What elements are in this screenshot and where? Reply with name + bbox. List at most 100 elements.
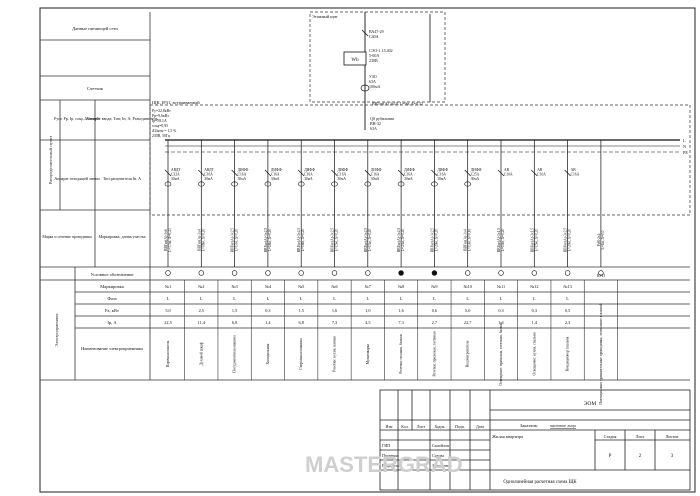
cell-current: 4,5 [365, 320, 370, 326]
bus-label-l: L [683, 138, 686, 143]
consumer-symbol [165, 270, 171, 276]
row-label-name: Наименование электроприемника [81, 346, 143, 351]
cable-label: ВВГнг(А)-3х4 [464, 229, 468, 251]
cell-power: 2,5 [199, 308, 204, 314]
label-cable-length: Маркировка, длина участка [98, 234, 145, 240]
cable-length: L=17м, Δ=0,20 [235, 229, 240, 252]
label-cable-brand: Марка и сечение проводника [42, 234, 92, 239]
cell-current: 1,4 [265, 320, 271, 326]
consumer-symbol [298, 270, 304, 276]
row-label-power: Ра, кВт [105, 308, 119, 314]
breaker-label: 30мА [304, 177, 313, 181]
row-label-symbol: Условное обозначение [91, 272, 134, 277]
cell-mark: №9 [431, 284, 437, 289]
cable-label: ВВГнг(А)-3х2,5 [364, 228, 369, 253]
cell-mark: №12 [530, 284, 538, 289]
consumer-symbol [365, 270, 371, 276]
cable-label: ВВГнг(А)-3х2,5 [430, 228, 435, 253]
cell-current: 7,3 [332, 320, 337, 326]
consumer-name: Водонагреватель [466, 340, 470, 367]
cell-power: 0,6 [432, 308, 438, 314]
breaker-symbol [231, 169, 238, 177]
sheets-label: Листов [666, 434, 679, 439]
input-param-0: Ру=22,8кВт [152, 109, 171, 114]
breaker-label: ДИФФ [437, 168, 448, 172]
customer-value: частное лицо [550, 423, 577, 428]
cable-length: L=7,5м, Δ=0,23 [168, 228, 173, 252]
rcd-symbol [431, 181, 438, 187]
rcd-symbol [464, 181, 472, 187]
left-label-grid [40, 12, 690, 381]
cell-power: 1,6 [332, 308, 338, 314]
breaker-label: С16А [571, 173, 580, 177]
breaker-symbol [464, 169, 471, 177]
breaker-label: ДИФФ [238, 168, 249, 172]
consumer-name: Освещение: прихожая, гостиная, балкон [499, 322, 504, 385]
cable-length: L=10м, Δ=0,20 [501, 229, 506, 252]
consumer-symbol [331, 270, 338, 276]
label-supply: Данные питающей сети [72, 26, 118, 31]
input-param-1: Рр=9,6кВт [152, 114, 169, 119]
breaker-label: АВДТ [171, 168, 181, 172]
consumer-symbol [431, 270, 438, 276]
cable-length: L=15м, Δ=0,20 [335, 229, 340, 252]
cell-phase: L [333, 296, 336, 301]
cell-phase: L [466, 296, 469, 301]
cell-mark: №4 [265, 284, 272, 289]
cell-power: 5,0 [165, 308, 170, 314]
title-block-grid [379, 389, 691, 491]
breaker-label: С32А [171, 173, 180, 177]
feed-cable-label: ВВГнг(А) 3х10, L=9м, Δ=0,32 [372, 101, 423, 107]
input-param-5: 230В, 50Гц [152, 134, 170, 139]
cell-phase: L [566, 296, 569, 301]
breaker-label: С16А [238, 173, 247, 177]
cell-power: 1,5 [232, 308, 237, 314]
breaker-label: 30мА [437, 177, 446, 181]
rcd-symbol [264, 181, 272, 187]
breaker-label: 30мА [338, 177, 347, 181]
breaker-label: С16А [371, 173, 380, 177]
rcd-symbol [364, 181, 372, 187]
input-params-block: Ру=22,8кВтРр=9,6кВтIр=58,1Аcosφ=0,95ΔUно… [152, 109, 177, 139]
cell-phase: L [200, 296, 203, 301]
cell-mark: №1 [165, 284, 171, 289]
row-label-current: Iр, А [107, 320, 117, 326]
breaker-label: С25А [471, 173, 480, 177]
breaker-label: 30мА [171, 177, 180, 181]
cell-mark: №10 [463, 284, 471, 289]
rcd-symbol [231, 181, 238, 187]
breaker-label: ДИФФ [371, 168, 382, 172]
breaker-symbol [198, 169, 205, 177]
bus-label-pe: PE [683, 150, 688, 155]
breaker-label: АВ [537, 168, 543, 172]
breaker1-symbol [361, 29, 369, 37]
title-col-4: Подп. [455, 424, 465, 429]
cable-label: ВВГнг(А)-3х2,5 [264, 228, 269, 253]
title-col-5: Дата [476, 424, 484, 429]
label-outgoing: Аппарат отходящей линии [54, 176, 100, 181]
consumer-symbol [398, 270, 404, 276]
row-label-phase: Фаза [107, 296, 116, 301]
consumer-name: Розетки: кухня, ванная [333, 336, 338, 372]
sheet-label: Лист [636, 434, 645, 439]
rcd-leak: 100мА [369, 84, 381, 89]
customer-label: Заказчик: [520, 423, 538, 428]
cell-phase: L [300, 296, 303, 301]
consumer-symbol [465, 270, 471, 276]
cable-label: ВВГнг(А)-3х4 [197, 229, 201, 251]
breaker-label: ДИФФ [471, 168, 482, 172]
cell-phase: L [167, 296, 170, 301]
role-2: Разработал [382, 463, 401, 468]
consumer-name: Мультиварка [366, 343, 370, 364]
title-col-3: №док. [435, 424, 446, 429]
breaker-label: 30мА [271, 177, 280, 181]
breaker-symbol [164, 169, 172, 177]
